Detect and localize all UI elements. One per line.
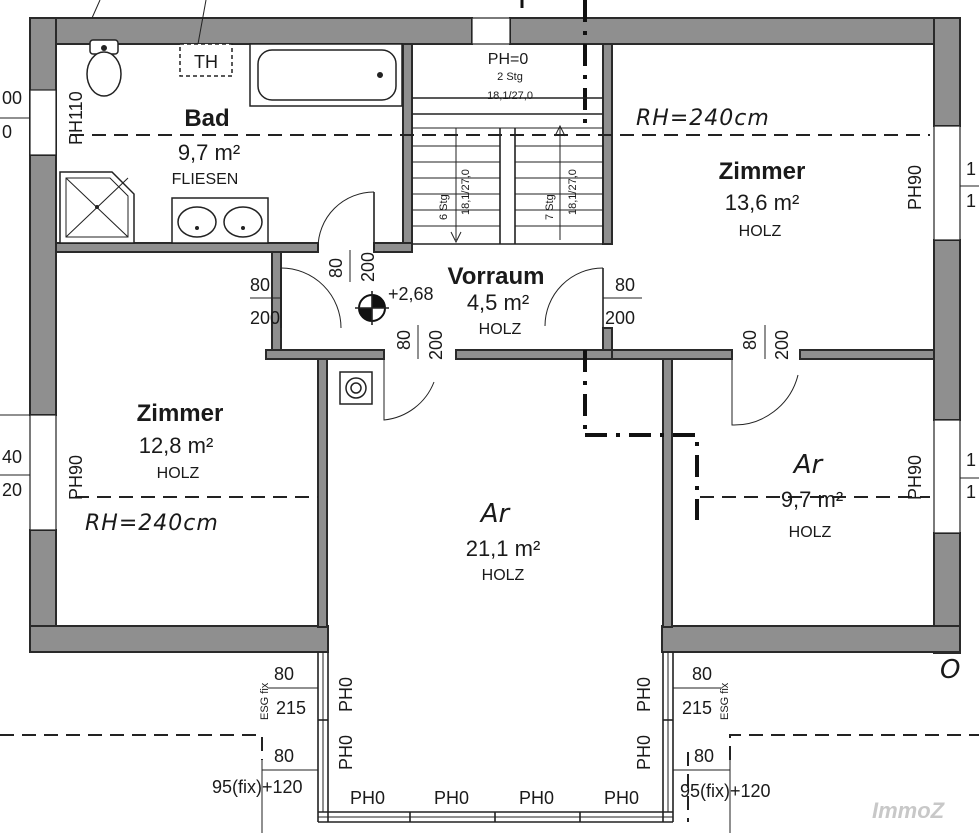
ar-east-door-height: 200 (772, 330, 792, 360)
bad-door-width: 80 (326, 258, 346, 278)
shower-icon (59, 171, 135, 244)
stair-top-dim: 18,1/27,0 (487, 90, 533, 102)
bad-door-height: 200 (358, 252, 378, 282)
room-vorraum-material: HOLZ (479, 321, 522, 338)
bathroom-fixtures: TH PH110 (59, 0, 403, 244)
stair-left-count: 6 Stg (438, 194, 450, 220)
room-vorraum-area: 4,5 m² (467, 290, 529, 315)
room-ar-center: Ar 21,1 m² HOLZ (466, 499, 541, 584)
level-label: +2,68 (388, 284, 434, 304)
stair-right-count: 7 Stg (544, 194, 556, 220)
stair-left-dim: 18,1/27,0 (460, 169, 472, 215)
right-edge-mid-2: 1 (966, 482, 976, 502)
room-zimmer-ne-area: 13,6 m² (725, 190, 800, 215)
ph0-bottom-4: PH0 (604, 788, 639, 808)
room-zimmer-ne-name: Zimmer (719, 158, 806, 185)
ar-east-door-width: 80 (740, 330, 760, 350)
left-edge-mid-2: 20 (2, 480, 22, 500)
ph90-east-bottom: PH90 (905, 455, 925, 500)
axis-lines (520, 0, 699, 520)
watermark: ImmoZ (872, 798, 946, 823)
room-ar-center-material: HOLZ (482, 567, 525, 584)
room-zimmer-w-name: Zimmer (137, 400, 224, 427)
ar-door-width: 80 (394, 330, 414, 350)
esg-left-height: 215 (276, 698, 306, 718)
fix-right-height: 95(fix)+120 (680, 781, 771, 801)
room-zimmer-w-area: 12,8 m² (139, 433, 214, 458)
fix-left-width: 80 (274, 746, 294, 766)
left-edge-top-2: 0 (2, 122, 12, 142)
room-zimmer-w: Zimmer 12,8 m² HOLZ (137, 400, 224, 482)
chimney-icon (339, 371, 373, 405)
vorraum-west-door-height: 200 (250, 308, 280, 328)
ph90-east-top: PH90 (905, 165, 925, 210)
left-edge-top-1: 00 (2, 88, 22, 108)
room-bad: Bad 9,7 m² FLIESEN (172, 105, 241, 188)
right-edge-mid-1: 1 (966, 450, 976, 470)
vorraum-east-door-width: 80 (615, 275, 635, 295)
ph0-right-2: PH0 (634, 735, 654, 770)
room-zimmer-ne-material: HOLZ (739, 223, 782, 240)
room-ar-center-name: Ar (479, 499, 512, 529)
fix-left-height: 95(fix)+120 (212, 777, 303, 797)
level-marker-icon (355, 291, 389, 325)
rh-note-top: RH=240cm (636, 106, 770, 131)
esg-right-width: 80 (692, 664, 712, 684)
esg-right-height: 215 (682, 698, 712, 718)
room-zimmer-ne: Zimmer 13,6 m² HOLZ (719, 158, 806, 240)
ph0-bottom-2: PH0 (434, 788, 469, 808)
right-edge-top-2: 1 (966, 191, 976, 211)
room-bad-material: FLIESEN (172, 171, 239, 188)
room-ar-center-area: 21,1 m² (466, 536, 541, 561)
left-edge-mid-1: 40 (2, 447, 22, 467)
vorraum-east-door-height: 200 (605, 308, 635, 328)
double-sink-icon (171, 197, 269, 244)
stair-ph0-label: PH=0 (488, 51, 529, 68)
stair-top-count: 2 Stg (497, 71, 523, 83)
stair-right-dim: 18,1/27,0 (567, 169, 579, 215)
right-edge-top-1: 1 (966, 159, 976, 179)
interior-walls (55, 43, 935, 628)
ph0-right-1: PH0 (634, 677, 654, 712)
corner-mark: O (940, 655, 960, 685)
fix-right-width: 80 (694, 746, 714, 766)
outer-windows (29, 17, 961, 534)
outer-walls (29, 17, 961, 654)
room-bad-area: 9,7 m² (178, 140, 240, 165)
ph0-bottom-1: PH0 (350, 788, 385, 808)
ph0-left-1: PH0 (336, 677, 356, 712)
room-ar-east-area: 9,7 m² (781, 487, 843, 512)
dimension-labels: PH90 PH90 PH90 80 200 80 200 80 200 80 2… (0, 88, 979, 822)
ar-door-height: 200 (426, 330, 446, 360)
esg-left-tag: ESG fix (259, 682, 271, 720)
ph90-west: PH90 (66, 455, 86, 500)
room-ar-east-name: Ar (792, 450, 825, 480)
room-vorraum-name: Vorraum (448, 263, 545, 290)
rh-note-left: RH=240cm (85, 511, 219, 536)
room-ar-east: Ar 9,7 m² HOLZ (781, 450, 843, 541)
glazing-bay (0, 652, 979, 833)
room-ar-east-material: HOLZ (789, 524, 832, 541)
toilet-icon (86, 39, 122, 97)
bathtub-icon (249, 43, 403, 107)
room-vorraum: Vorraum 4,5 m² HOLZ (448, 263, 545, 338)
doors (280, 191, 799, 426)
esg-right-tag: ESG fix (719, 682, 731, 720)
ph110-label: PH110 (66, 91, 86, 145)
ph0-bottom-3: PH0 (519, 788, 554, 808)
ph0-left-2: PH0 (336, 735, 356, 770)
th-box (179, 43, 233, 77)
room-bad-name: Bad (184, 105, 229, 132)
staircase: PH=0 2 Stg 18,1/27,0 6 Stg 18,1/27,0 7 S… (412, 51, 603, 245)
room-zimmer-w-material: HOLZ (157, 465, 200, 482)
th-label: TH (194, 52, 218, 72)
esg-left-width: 80 (274, 664, 294, 684)
vorraum-west-door-width: 80 (250, 275, 270, 295)
